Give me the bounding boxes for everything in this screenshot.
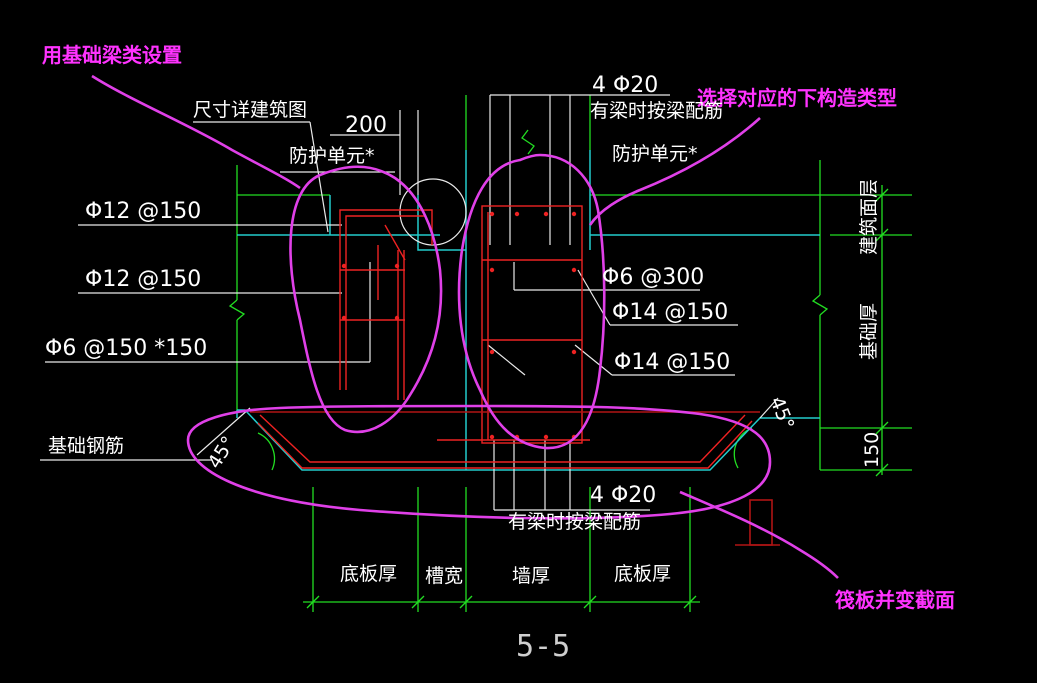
label-angle-right: 45°	[765, 394, 798, 433]
label-rebar-1: Φ12 @150	[85, 199, 201, 224]
dimension-lines	[228, 95, 912, 612]
label-slab-thickness-left: 底板厚	[340, 563, 397, 585]
label-rebar-5: Φ14 @150	[612, 300, 728, 325]
annotation-select-type: 选择对应的下构造类型	[697, 86, 897, 110]
markup-annotations	[91, 74, 839, 579]
label-dim-150: 150	[861, 432, 883, 468]
label-protect-unit-left: 防护单元*	[289, 145, 375, 167]
label-groove-width: 槽宽	[425, 565, 463, 587]
annotation-beam-setting: 用基础梁类设置	[42, 43, 182, 67]
section-title: 5-5	[516, 629, 570, 664]
label-beam-rebar-bottom: 有梁时按梁配筋	[508, 511, 641, 533]
label-slab-thickness-right: 底板厚	[614, 563, 671, 585]
label-foundation-thickness: 基础厚	[858, 303, 880, 360]
annotation-raft-section: 筏板并变截面	[835, 588, 955, 612]
label-rebar-4: Φ6 @300	[602, 265, 704, 290]
label-protect-unit-right: 防护单元*	[612, 143, 698, 165]
label-foundation-rebar: 基础钢筋	[48, 435, 124, 457]
label-rebar-3: Φ6 @150 *150	[45, 336, 207, 361]
label-top-bars: 4 Φ20	[592, 73, 658, 98]
label-rebar-2: Φ12 @150	[85, 267, 201, 292]
label-bottom-bars: 4 Φ20	[590, 483, 656, 508]
label-building-surface: 建筑面层	[858, 179, 880, 255]
reinforcement	[250, 205, 780, 546]
label-dim-see-arch: 尺寸详建筑图	[193, 99, 307, 121]
label-wall-thickness: 墙厚	[512, 565, 550, 587]
label-beam-rebar-top: 有梁时按梁配筋	[590, 100, 723, 122]
label-rebar-6: Φ14 @150	[614, 350, 730, 375]
label-angle-left: 45°	[204, 432, 241, 472]
label-dim-200: 200	[345, 113, 387, 138]
